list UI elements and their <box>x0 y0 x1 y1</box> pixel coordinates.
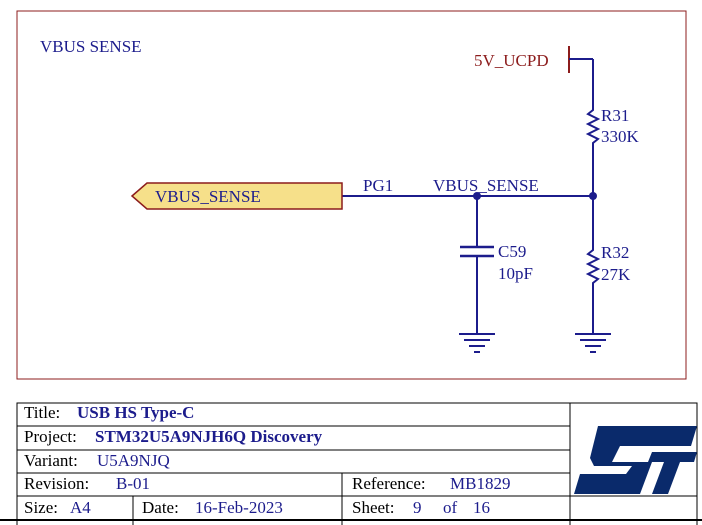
tb-date-key: Date: <box>142 498 179 517</box>
sheet-border <box>16 10 687 380</box>
tb-project-key: Project: <box>24 427 77 446</box>
c59-value: 10pF <box>498 264 533 283</box>
port-label: VBUS_SENSE <box>155 187 261 206</box>
net-label-pg1: PG1 <box>363 176 393 195</box>
tb-sheet-key: Sheet: <box>352 498 395 517</box>
port-vbus-sense[interactable]: VBUS_SENSE <box>130 182 343 210</box>
tb-title-key: Title: <box>24 403 60 422</box>
ground-symbol <box>459 333 495 353</box>
tb-reference: MB1829 <box>450 474 510 493</box>
tb-title: USB HS Type-C <box>77 403 194 422</box>
tb-size: A4 <box>70 498 91 517</box>
tb-variant-key: Variant: <box>24 451 78 470</box>
c59-ref: C59 <box>498 242 526 261</box>
resistor-r32[interactable]: R32 27K <box>585 243 631 290</box>
tb-sheet-total: 16 <box>473 498 490 517</box>
r32-value: 27K <box>601 265 631 284</box>
tb-sheet-no: 9 <box>413 498 422 517</box>
tb-of-key: of <box>443 498 458 517</box>
power-port-5v-ucpd[interactable]: 5V_UCPD <box>474 46 593 73</box>
ground-symbol <box>575 333 611 353</box>
tb-reference-key: Reference: <box>352 474 426 493</box>
resistor-r31[interactable]: R31 330K <box>585 104 640 150</box>
r32-ref: R32 <box>601 243 629 262</box>
sheet-title: VBUS SENSE <box>40 37 142 56</box>
tb-revision-key: Revision: <box>24 474 89 493</box>
title-block <box>0 402 702 525</box>
r31-ref: R31 <box>601 106 629 125</box>
capacitor-c59[interactable]: C59 10pF <box>460 242 533 283</box>
net-label-vbus-sense: VBUS_SENSE <box>433 176 539 195</box>
power-port-label: 5V_UCPD <box>474 51 549 70</box>
tb-revision: B-01 <box>116 474 150 493</box>
tb-size-key: Size: <box>24 498 58 517</box>
st-logo-icon <box>574 426 697 494</box>
tb-variant: U5A9NJQ <box>97 451 170 470</box>
tb-project: STM32U5A9NJH6Q Discovery <box>95 427 323 446</box>
r31-value: 330K <box>601 127 640 146</box>
tb-date: 16-Feb-2023 <box>195 498 283 517</box>
